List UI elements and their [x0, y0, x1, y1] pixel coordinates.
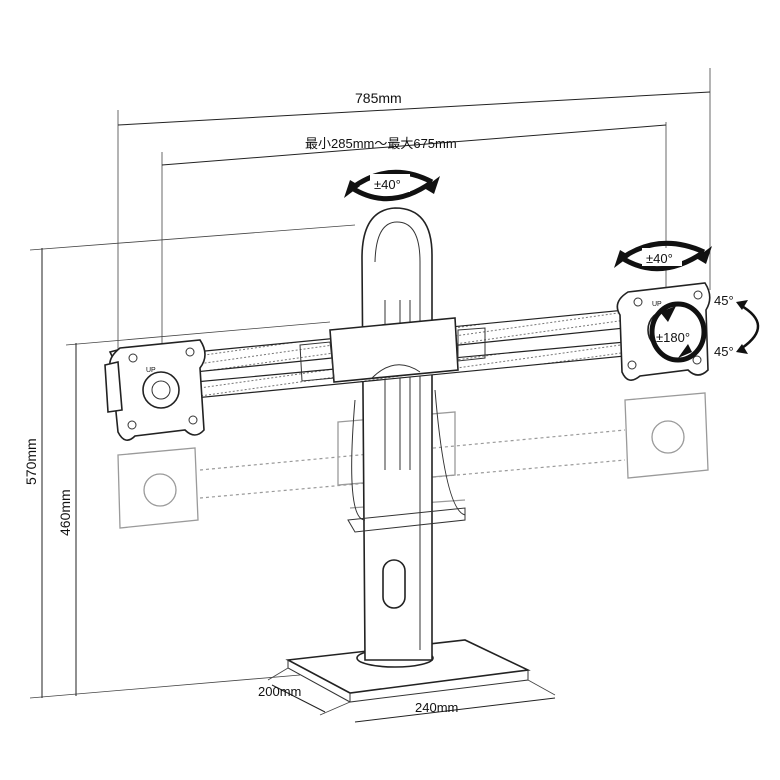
width-dimension: 785mm	[117, 68, 711, 370]
center-clamp	[299, 317, 486, 383]
tilt-up-label: 45°	[714, 293, 734, 308]
base-depth-label: 200mm	[258, 684, 301, 699]
left-up-mark: UP	[146, 367, 156, 374]
base-depth-dimension: 200mm	[258, 667, 351, 716]
rotate-label: ±180°	[656, 330, 690, 345]
head-swivel-label: ±40°	[646, 251, 673, 266]
left-vesa-plate: UP	[104, 339, 206, 441]
pole-swivel-label: ±40°	[374, 177, 401, 192]
right-up-mark: UP	[652, 301, 662, 308]
pitch-range-label: 最小285mm～最大675mm	[305, 136, 457, 151]
tilt-down-label: 45°	[714, 344, 734, 359]
rear-handle	[347, 389, 466, 533]
height-460-label: 460mm	[57, 489, 73, 536]
pole-swivel-arrow: ±40°	[344, 169, 440, 202]
base-width-dimension: 240mm	[354, 679, 556, 723]
width-label: 785mm	[355, 90, 402, 106]
base-width-label: 240mm	[415, 700, 458, 715]
height-570-label: 570mm	[23, 438, 39, 485]
tilt-arrow: 45° 45°	[714, 293, 760, 359]
rotate-arrow: ±180°	[649, 301, 707, 363]
pitch-range-dimension: 最小285mm～最大675mm	[161, 122, 667, 360]
height-dimension-460: 460mm	[57, 321, 331, 696]
pole	[361, 207, 433, 661]
head-swivel-arrow: ±40°	[614, 240, 712, 272]
height-dimension-570: 570mm	[23, 224, 356, 699]
